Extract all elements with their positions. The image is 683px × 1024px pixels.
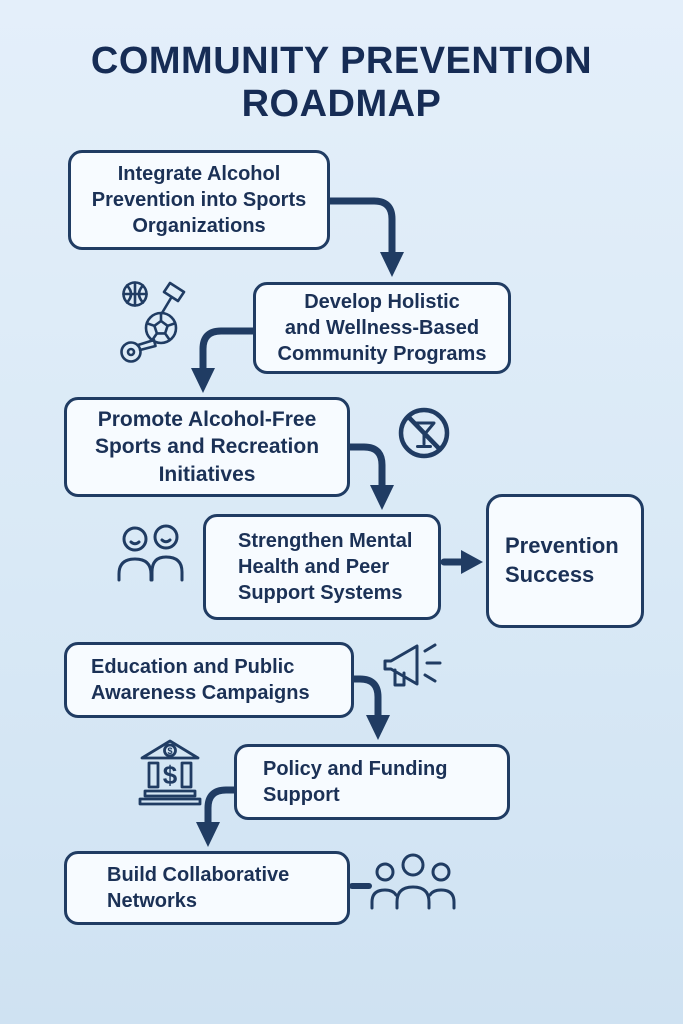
megaphone-icon (376, 637, 450, 708)
collaborative-network-icon (368, 850, 458, 919)
arrow-3-path (346, 443, 386, 490)
page-title-line1: COMMUNITY PREVENTION (90, 40, 593, 82)
step-box-policy-funding: Policy and Funding Support (234, 744, 510, 820)
arrow-1-path (326, 197, 396, 257)
no-alcohol-icon (395, 404, 453, 467)
step-label: Promote Alcohol-Free Sports and Recreati… (94, 408, 320, 486)
arrow-5-path (350, 675, 382, 720)
arrow-2-path (199, 327, 257, 373)
svg-text:$: $ (163, 760, 178, 790)
step-box-collaborative-networks: Build Collaborative Networks (64, 851, 350, 925)
step-label: Develop Holistic and Wellness-Based Comm… (277, 291, 487, 365)
page-title-line2: ROADMAP (241, 83, 442, 126)
step-box-integrate-sports: Integrate Alcohol Prevention into Sports… (68, 150, 330, 250)
arrow-4-head (461, 550, 483, 574)
step-box-mental-health: Strengthen Mental Health and Peer Suppor… (203, 514, 441, 620)
step-box-holistic-programs: Develop Holistic and Wellness-Based Comm… (253, 282, 511, 374)
step-label: Education and Public Awareness Campaigns (91, 656, 310, 704)
step-label: Policy and Funding Support (263, 758, 448, 806)
arrow-5-head (366, 715, 390, 740)
page-title: COMMUNITY PREVENTION ROADMAP (0, 40, 683, 127)
step-label: Strengthen Mental Health and Peer Suppor… (238, 530, 413, 604)
arrow-6-head (196, 822, 220, 847)
step-box-prevention-success: Prevention Success (486, 494, 644, 628)
step-label: Integrate Alcohol Prevention into Sports… (91, 163, 307, 237)
sports-equipment-icon (116, 279, 198, 376)
step-label: Prevention Success (505, 533, 619, 587)
arrow-3-head (370, 485, 394, 510)
step-box-education-awareness: Education and Public Awareness Campaigns (64, 642, 354, 718)
peer-support-icon (112, 512, 190, 599)
arrow-6-path (204, 786, 238, 827)
svg-text:$: $ (167, 746, 172, 756)
step-box-alcohol-free-sports: Promote Alcohol-Free Sports and Recreati… (64, 397, 350, 497)
arrow-1-head (380, 252, 404, 277)
step-label: Build Collaborative Networks (107, 864, 290, 912)
bank-funding-icon: $ $ (136, 737, 204, 812)
